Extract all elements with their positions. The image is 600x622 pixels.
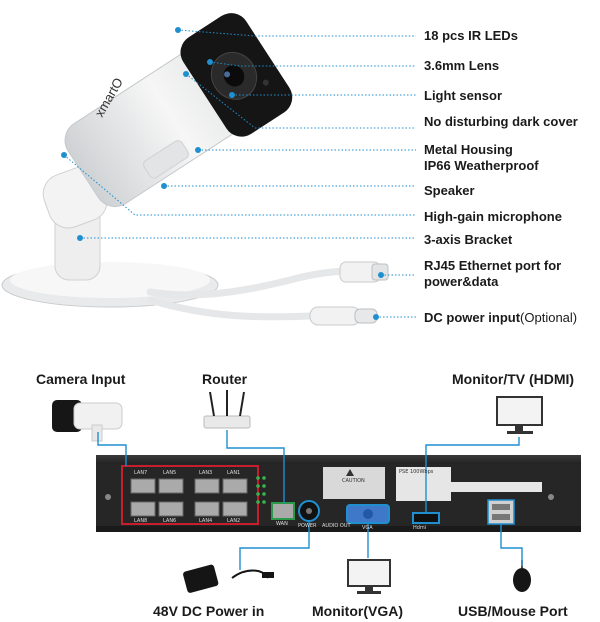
label-metal-housing: Metal Housing bbox=[424, 142, 513, 157]
label-rj45-power: power&data bbox=[424, 274, 499, 289]
power-label: POWER bbox=[298, 523, 317, 529]
label-camera-input: Camera Input bbox=[36, 371, 126, 387]
lan2-label: LAN2 bbox=[227, 518, 241, 524]
hdmi-label: Hdmi bbox=[413, 525, 427, 531]
power-adapter bbox=[183, 564, 274, 593]
status-leds bbox=[256, 476, 266, 504]
lan7-label: LAN7 bbox=[134, 470, 148, 476]
label-ip66: IP66 Weatherproof bbox=[424, 158, 539, 173]
lan-port-block bbox=[121, 465, 259, 525]
poe-text: PSE 100Wbps bbox=[399, 469, 434, 475]
label-microphone: High-gain microphone bbox=[424, 209, 562, 224]
lan4-label: LAN4 bbox=[199, 518, 213, 524]
caution-label bbox=[323, 467, 385, 499]
monitor-vga-device bbox=[347, 559, 391, 594]
label-router: Router bbox=[202, 371, 248, 387]
rj45-connector bbox=[339, 261, 389, 283]
camera-callout-dots bbox=[61, 27, 384, 320]
label-monitor-tv: Monitor/TV (HDMI) bbox=[452, 371, 575, 387]
label-rj45: RJ45 Ethernet port for bbox=[424, 258, 562, 273]
info-sticker bbox=[396, 467, 542, 501]
label-dark-cover: No disturbing dark cover bbox=[424, 114, 578, 129]
label-monitor-vga: Monitor(VGA) bbox=[312, 603, 403, 619]
camera-callouts bbox=[63, 29, 416, 318]
dc-power-optional: (Optional) bbox=[520, 310, 578, 325]
label-lens: 3.6mm Lens bbox=[424, 58, 500, 73]
monitor-hdmi-device bbox=[496, 396, 543, 434]
mini-camera bbox=[52, 400, 123, 442]
label-usb-mouse: USB/Mouse Port bbox=[458, 603, 568, 619]
lan8-label: LAN8 bbox=[134, 518, 148, 524]
dc-connector bbox=[309, 306, 378, 326]
label-ir-leds: 18 pcs IR LEDs bbox=[424, 28, 518, 43]
label-dc-power: DC power input(Optional) bbox=[424, 310, 577, 326]
lan1-label: LAN1 bbox=[227, 470, 241, 476]
vga-label: VGA bbox=[362, 525, 373, 531]
lan3-label: LAN3 bbox=[199, 470, 213, 476]
wan-label: WAN bbox=[276, 521, 288, 527]
audio-out-label: AUDIO OUT bbox=[322, 523, 351, 529]
vga-port bbox=[346, 504, 390, 524]
label-speaker: Speaker bbox=[424, 183, 475, 198]
usb-ports bbox=[487, 499, 515, 525]
power-jack bbox=[298, 500, 320, 522]
label-power-in: 48V DC Power in bbox=[153, 603, 265, 619]
dc-power-text: DC power input bbox=[424, 310, 521, 325]
wan-port bbox=[271, 502, 295, 520]
label-bracket: 3-axis Bracket bbox=[424, 232, 513, 247]
router-device bbox=[203, 390, 251, 429]
lan5-label: LAN5 bbox=[163, 470, 177, 476]
nvr-callouts bbox=[97, 430, 523, 570]
hdmi-port bbox=[412, 512, 440, 524]
label-light-sensor: Light sensor bbox=[424, 88, 503, 103]
lan6-label: LAN6 bbox=[163, 518, 177, 524]
camera-illustration bbox=[1, 13, 293, 308]
caution-text: CAUTION bbox=[342, 478, 365, 484]
